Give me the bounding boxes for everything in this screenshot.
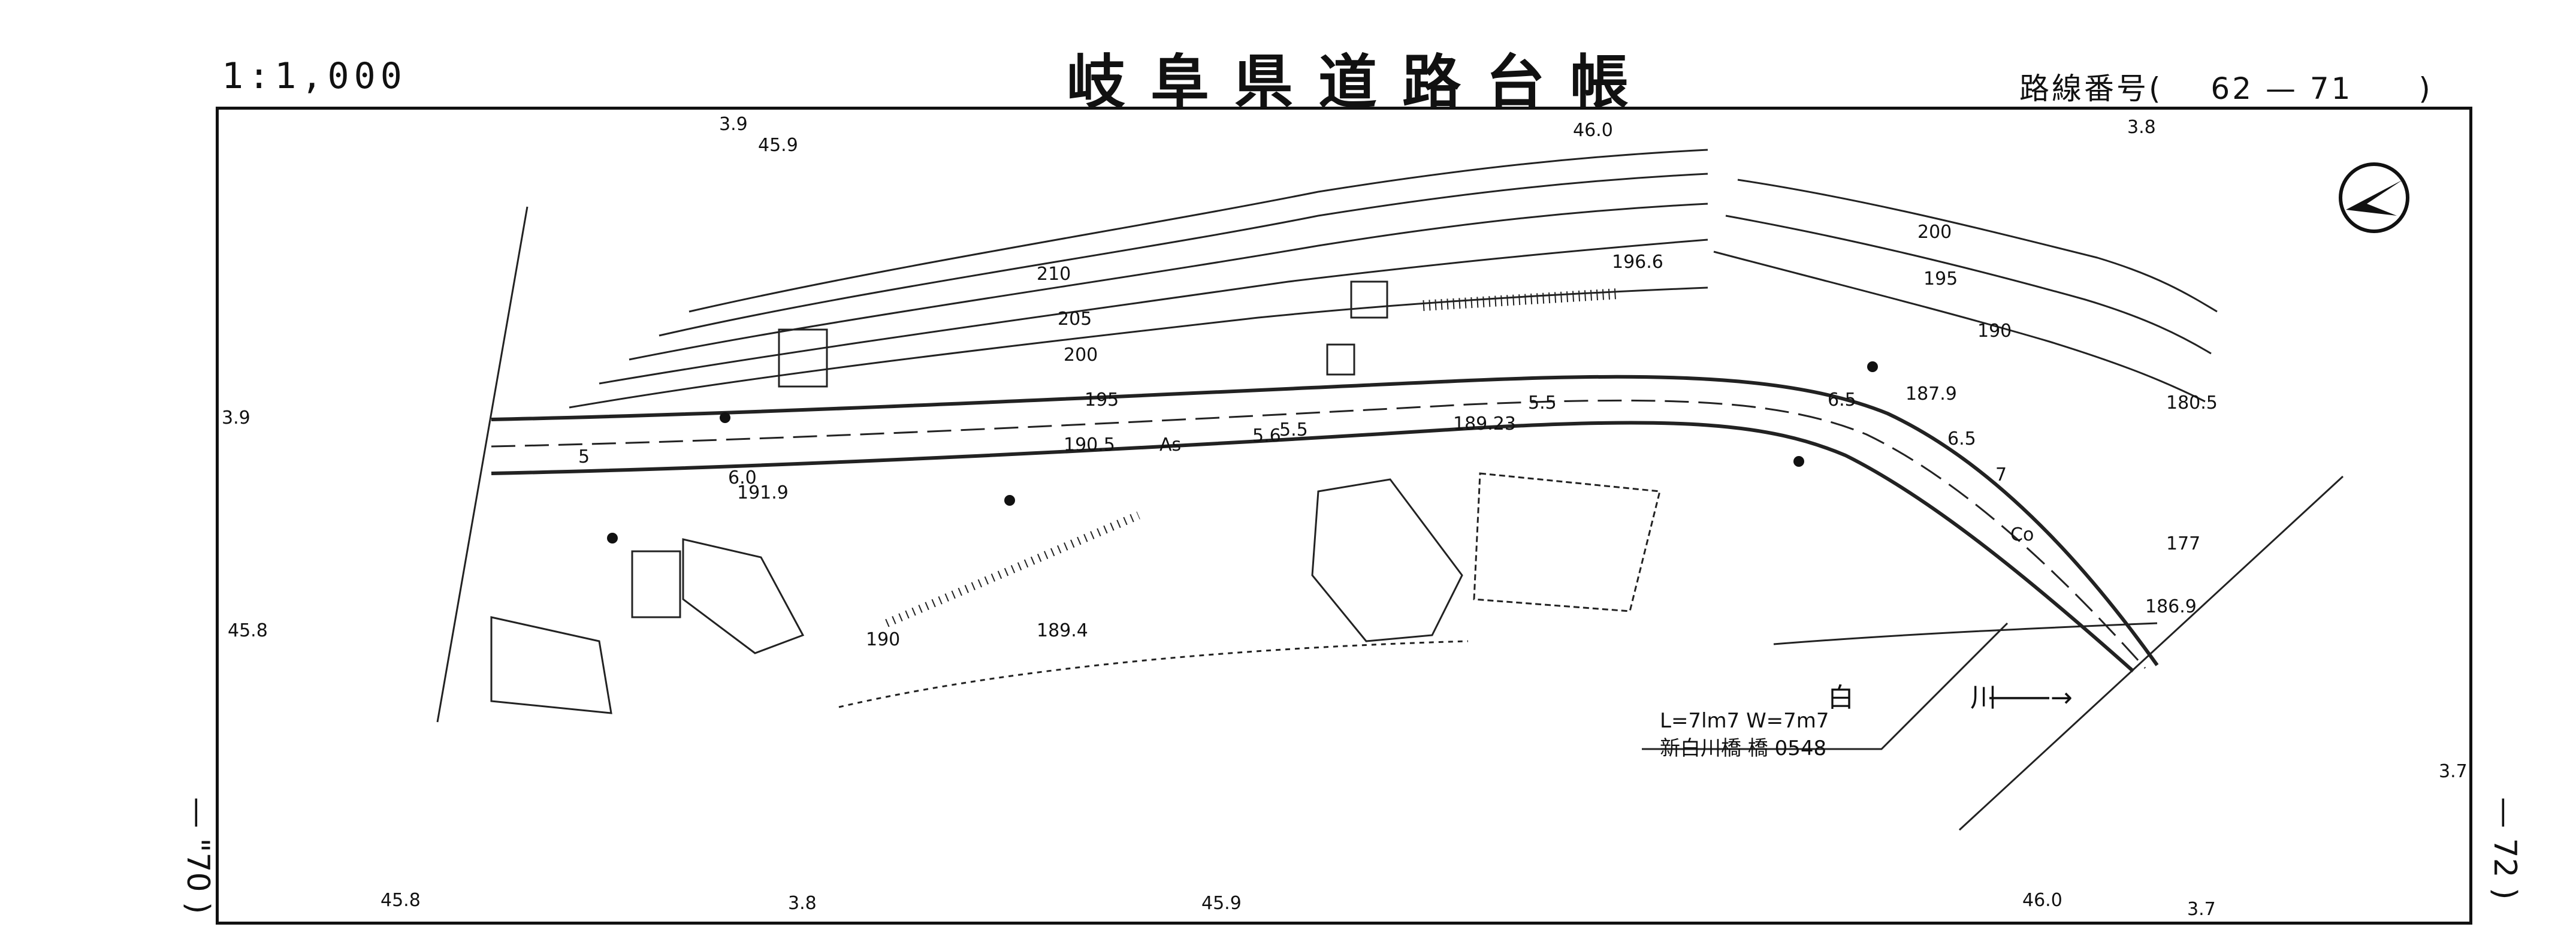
route-number: 路線番号( 62 — 71 ) xyxy=(2019,65,2433,108)
spot-height: 190.5 xyxy=(1064,434,1115,455)
spot-height: 180.5 xyxy=(2166,393,2218,413)
road-width-mark: 6.5 xyxy=(1828,390,1856,410)
building xyxy=(1326,343,1355,376)
building xyxy=(631,550,681,618)
spot-height: 196.6 xyxy=(1612,252,1663,273)
contour-label: 190 xyxy=(1977,321,2012,342)
coord-label: 45.8 xyxy=(380,890,421,911)
contour-line xyxy=(659,173,1708,337)
coord-label: 46.0 xyxy=(1573,120,1613,141)
embankment-hatch xyxy=(1423,288,1618,311)
sheet-edge-right: — 72 ) xyxy=(2487,797,2523,900)
road-width-mark: 5.5 xyxy=(1279,419,1308,440)
coord-label: 45.9 xyxy=(758,135,798,156)
page-title: 岐阜県道路台帳 xyxy=(1067,48,1654,117)
road-edge-upper xyxy=(491,375,2159,666)
contour-line xyxy=(1713,250,2206,403)
route-suffix: ) xyxy=(2418,71,2433,106)
sheet-edge-left: — "70 ) xyxy=(180,797,216,914)
river-bank xyxy=(1773,622,2158,645)
river-arrow: → xyxy=(2050,683,2127,713)
coord-label: 45.8 xyxy=(228,620,268,641)
contour-label: 200 xyxy=(1064,345,1098,366)
building xyxy=(1311,478,1463,642)
coord-label: 3.9 xyxy=(719,114,748,135)
pavement-mark-co: Co xyxy=(2010,524,2034,545)
route-number-value: 62 — 71 xyxy=(2210,71,2353,106)
contour-line xyxy=(688,149,1708,313)
pavement-mark-as: As xyxy=(1159,434,1182,455)
contour-label: 210 xyxy=(1037,264,1071,285)
coord-label: 3.8 xyxy=(2127,117,2156,138)
map-frame xyxy=(216,107,2472,925)
contour-line xyxy=(629,203,1708,361)
coord-label: 3.9 xyxy=(222,407,250,428)
road-width-mark: 5.6 xyxy=(1252,425,1281,446)
contour-label: 190 xyxy=(866,629,901,650)
building xyxy=(490,616,612,714)
road-centerline xyxy=(491,399,2146,669)
road-width-mark: 6.5 xyxy=(1947,428,1976,449)
contour-line xyxy=(569,286,1708,409)
spot-height: 189.4 xyxy=(1037,620,1088,641)
river-name: 白 川→ xyxy=(1828,676,2127,714)
coord-label: 3.7 xyxy=(2439,761,2468,782)
map-scale: 1:1,000 xyxy=(222,55,407,97)
north-arrow-icon xyxy=(2339,162,2409,233)
spot-height: 186.9 xyxy=(2145,596,2197,617)
road-width-mark: 7 xyxy=(1995,464,2007,485)
contour-line xyxy=(1737,179,2218,313)
plan-boundary-left xyxy=(436,206,529,723)
bridge-dimensions: L=7lm7 W=7m7 xyxy=(1660,709,1829,733)
spot-height: 191.9 xyxy=(737,482,789,503)
bridge-leader-line xyxy=(1642,622,2009,750)
coord-label: 45.9 xyxy=(1201,893,1242,914)
road-edge-lower xyxy=(491,421,2134,673)
parcel-boundary xyxy=(1473,472,1661,612)
contour-label: 195 xyxy=(1923,268,1958,289)
contour-label: 200 xyxy=(1917,222,1952,243)
coord-label: 3.8 xyxy=(788,893,817,914)
spot-height: 189.23 xyxy=(1453,413,1516,434)
route-prefix: 路線番号( xyxy=(2019,71,2163,106)
coord-label: 3.7 xyxy=(2187,899,2216,920)
spot-height: 187.9 xyxy=(1905,384,1957,404)
bridge-name: 新白川橋 橋 0548 xyxy=(1660,736,1827,760)
coord-label: 46.0 xyxy=(2022,890,2062,911)
contour-line xyxy=(1725,215,2212,355)
road-width-mark: 5 xyxy=(578,446,590,467)
contour-label: 195 xyxy=(1085,390,1119,410)
embankment-hatch xyxy=(885,511,1140,627)
bridge-info: L=7lm7 W=7m7 新白川橋 橋 0548 xyxy=(1660,707,1829,762)
contour-label: 177 xyxy=(2166,533,2201,554)
contour-line xyxy=(599,238,1708,385)
building xyxy=(778,328,828,388)
contour-label: 205 xyxy=(1058,309,1092,330)
river-name-text: 白 川 xyxy=(1828,683,2050,713)
building xyxy=(682,538,805,654)
road-width-mark: 6.0 xyxy=(728,467,757,488)
parcel-boundary xyxy=(838,640,1469,708)
plan-boundary-right xyxy=(1958,475,2344,831)
building xyxy=(1350,280,1388,319)
road-width-mark: 5.5 xyxy=(1528,393,1557,413)
